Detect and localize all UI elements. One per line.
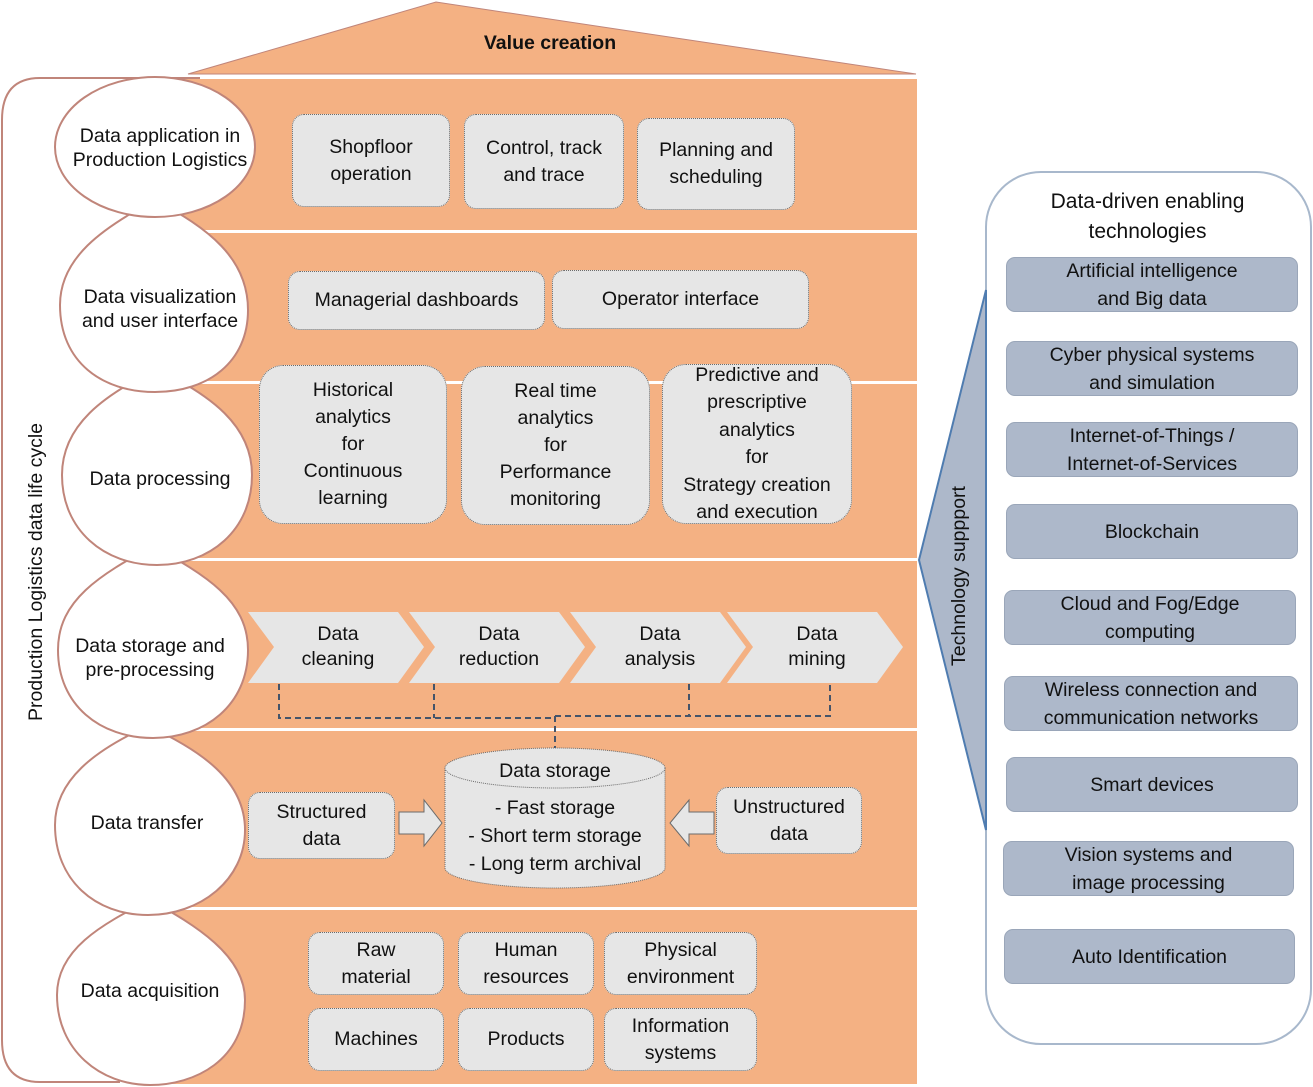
vis-box-operator-interface: Operator interface	[552, 270, 809, 329]
app-box-planning: Planning and scheduling	[637, 118, 795, 210]
step-data-cleaning: Data cleaning	[301, 623, 375, 670]
proc-box-predictive: Predictive and prescriptive analytics fo…	[662, 364, 852, 524]
vis-box-managerial-dashboards: Managerial dashboards	[288, 271, 545, 330]
technology-support-wedge	[917, 289, 987, 831]
arrow-left-icon	[669, 798, 715, 848]
chevron-shape-4	[727, 612, 903, 683]
tech-item-cloud-fog-edge: Cloud and Fog/Edge computing	[1004, 590, 1296, 645]
step-data-reduction: Data reduction	[458, 623, 540, 670]
layer-label-acquisition: Data acquisition	[80, 980, 220, 1002]
acq-box-information-systems: Information systems	[604, 1008, 757, 1071]
lifecycle-frame	[1, 77, 200, 1083]
layer-oval-storage	[56, 544, 250, 740]
step-data-analysis: Data analysis	[624, 623, 696, 670]
storage-line-short-term: - Short term storage	[468, 825, 642, 847]
roof-triangle	[187, 1, 917, 75]
data-storage-cylinder	[444, 747, 666, 889]
layer-oval-acquisition	[55, 898, 247, 1087]
technology-support-label: Technology suppport	[948, 486, 970, 666]
chevron-shape-1	[248, 612, 424, 683]
arrow-right-icon	[398, 798, 443, 848]
transfer-box-unstructured: Unstructured data	[716, 787, 862, 854]
tech-item-smart-devices: Smart devices	[1006, 757, 1298, 812]
chevron-shape-2	[409, 612, 585, 683]
proc-box-realtime: Real time analytics for Performance moni…	[461, 366, 650, 525]
lifecycle-label: Production Logistics data life cycle	[25, 422, 47, 722]
acq-box-products: Products	[458, 1008, 594, 1071]
tech-item-wireless-networks: Wireless connection and communication ne…	[1004, 676, 1298, 731]
storage-line-fast: - Fast storage	[494, 797, 616, 819]
app-box-control-track-trace: Control, track and trace	[464, 114, 624, 209]
roof-title: Value creation	[483, 32, 617, 54]
acq-box-physical-environment: Physical environment	[604, 932, 757, 995]
storage-title: Data storage	[499, 760, 611, 782]
acq-box-human-resources: Human resources	[458, 932, 594, 995]
step-data-mining: Data mining	[788, 623, 846, 670]
tech-item-blockchain: Blockchain	[1006, 504, 1298, 559]
layer-label-application: Data application in Production Logistics	[72, 125, 248, 171]
layer-label-processing: Data processing	[89, 468, 231, 490]
transfer-box-structured: Structured data	[248, 792, 395, 859]
app-box-shopfloor: Shopfloor operation	[292, 114, 450, 207]
tech-item-vision-systems: Vision systems and image processing	[1003, 841, 1294, 896]
layer-label-transfer: Data transfer	[90, 812, 204, 834]
layer-label-visualization: Data visualization and user interface	[81, 286, 239, 332]
layer-oval-visualization	[58, 198, 250, 394]
tech-item-iot-ios: Internet-of-Things / Internet-of-Service…	[1006, 422, 1298, 477]
layer-label-storage: Data storage and pre-processing	[75, 635, 225, 681]
acq-box-machines: Machines	[308, 1008, 444, 1071]
acq-box-raw-material: Raw material	[308, 932, 444, 995]
tech-item-ai-big-data: Artificial intelligence and Big data	[1006, 257, 1298, 312]
layer-oval-application	[54, 76, 256, 218]
layer-oval-processing	[60, 367, 254, 567]
tech-item-auto-identification: Auto Identification	[1004, 929, 1295, 984]
technologies-title: Data-driven enabling technologies	[1050, 190, 1245, 243]
chevron-shape-3	[570, 612, 746, 683]
dashed-connectors	[278, 684, 831, 750]
storage-line-long-term: - Long term archival	[468, 853, 642, 875]
layer-oval-transfer	[53, 724, 247, 917]
proc-box-historical: Historical analytics for Continuous lear…	[259, 365, 447, 524]
tech-item-cps-simulation: Cyber physical systems and simulation	[1006, 341, 1298, 396]
